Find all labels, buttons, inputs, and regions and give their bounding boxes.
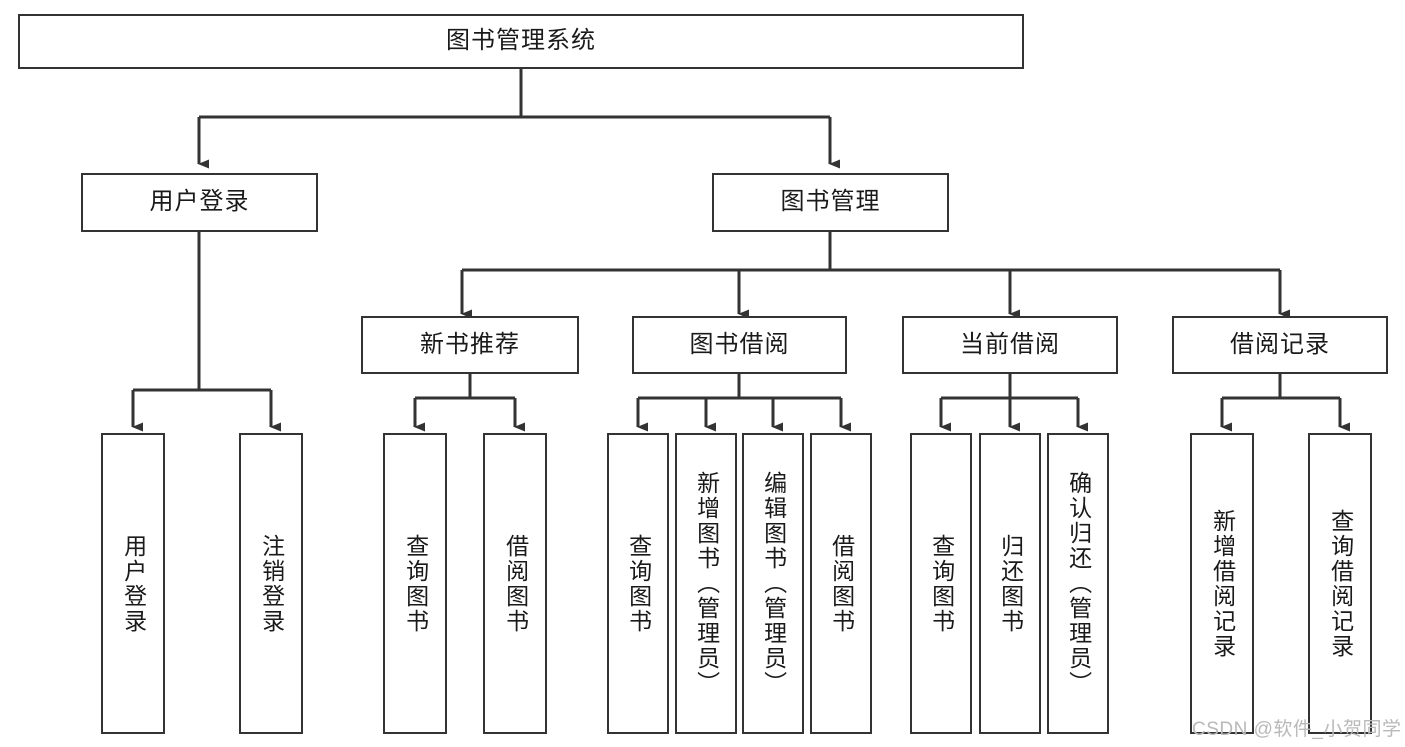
node-leaf-confirm-return-admin[interactable]: 确认归还（管理员） <box>1047 433 1109 734</box>
node-leaf-logout[interactable]: 注销登录 <box>239 433 303 734</box>
node-leaf-query-book-current[interactable]: 查询图书 <box>910 433 972 734</box>
node-label: 当前借阅 <box>960 330 1060 358</box>
node-label: 查询借阅记录 <box>1327 508 1354 659</box>
node-label: 图书管理 <box>780 188 881 216</box>
node-leaf-user-login[interactable]: 用户登录 <box>101 433 165 734</box>
node-leaf-borrow-book-recommend[interactable]: 借阅图书 <box>483 433 547 734</box>
node-label: 查询图书 <box>625 533 652 634</box>
node-label: 新增图书（管理员） <box>693 471 720 696</box>
node-user-login[interactable]: 用户登录 <box>81 173 318 232</box>
node-book-borrow[interactable]: 图书借阅 <box>632 316 847 374</box>
node-label: 确认归还（管理员） <box>1065 471 1092 696</box>
node-label: 查询图书 <box>928 533 955 634</box>
node-leaf-add-book-admin[interactable]: 新增图书（管理员） <box>675 433 737 734</box>
node-label: 注销登录 <box>258 533 285 634</box>
node-leaf-query-book-recommend[interactable]: 查询图书 <box>383 433 447 734</box>
node-label: 编辑图书（管理员） <box>760 471 787 696</box>
node-label: 新增借阅记录 <box>1209 508 1236 659</box>
node-label: 用户登录 <box>120 533 147 634</box>
node-label: 查询图书 <box>402 533 429 634</box>
node-borrow-record[interactable]: 借阅记录 <box>1172 316 1388 374</box>
node-label: 用户登录 <box>149 188 250 216</box>
node-label: 借阅图书 <box>502 533 529 634</box>
node-label: 图书管理系统 <box>446 27 596 55</box>
node-book-management[interactable]: 图书管理 <box>712 173 949 232</box>
node-new-book-recommend[interactable]: 新书推荐 <box>361 316 579 374</box>
node-current-borrow[interactable]: 当前借阅 <box>902 316 1118 374</box>
node-root-book-management-system[interactable]: 图书管理系统 <box>18 14 1024 69</box>
node-leaf-query-book-borrow[interactable]: 查询图书 <box>607 433 669 734</box>
node-label: 新书推荐 <box>420 330 520 358</box>
node-label: 借阅图书 <box>828 533 855 634</box>
node-leaf-edit-book-admin[interactable]: 编辑图书（管理员） <box>742 433 804 734</box>
node-leaf-query-borrow-record[interactable]: 查询借阅记录 <box>1308 433 1372 734</box>
node-label: 借阅记录 <box>1230 330 1330 358</box>
node-leaf-return-book[interactable]: 归还图书 <box>979 433 1041 734</box>
csdn-watermark: CSDN @软件_小贺同学 <box>1192 719 1402 740</box>
node-label: 图书借阅 <box>689 330 790 358</box>
node-leaf-add-borrow-record[interactable]: 新增借阅记录 <box>1190 433 1254 734</box>
node-label: 归还图书 <box>997 533 1024 634</box>
node-leaf-borrow-book[interactable]: 借阅图书 <box>810 433 872 734</box>
